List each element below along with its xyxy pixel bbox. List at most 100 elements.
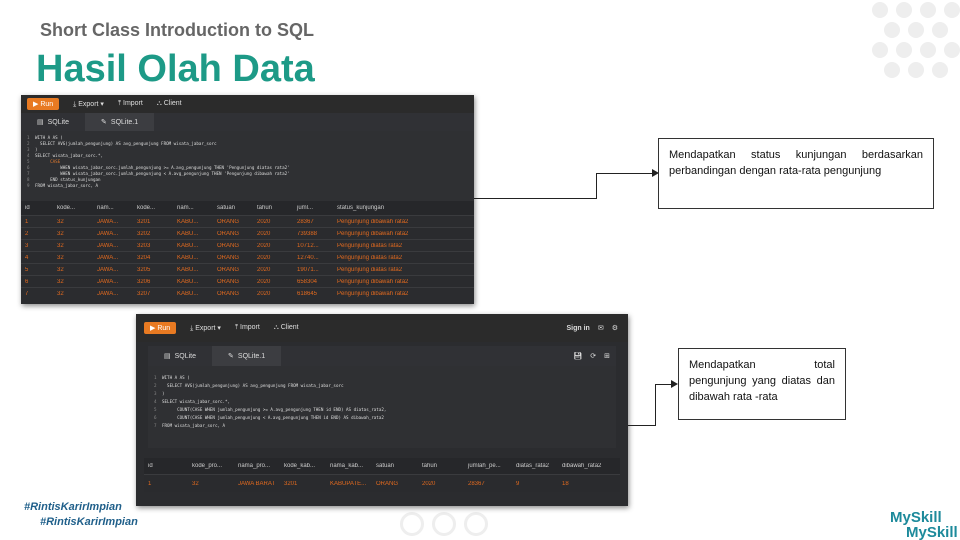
col-header[interactable]: kode_kab... <box>284 463 316 469</box>
col-header[interactable]: id <box>148 463 153 469</box>
tab-bar: ▤SQLite ✎SQLite.1 <box>21 113 474 131</box>
col-header[interactable]: satuan <box>217 205 236 211</box>
client-button[interactable]: ⛬ Client <box>156 100 182 107</box>
tab-sqlite[interactable]: ▤SQLite <box>164 352 197 361</box>
col-header[interactable]: nam... <box>177 205 194 211</box>
connector-line <box>596 173 652 174</box>
grid-header: id kode... nam... kode... nam... satuan … <box>21 201 474 215</box>
col-header[interactable]: nam... <box>97 205 114 211</box>
col-header[interactable]: jumlah_pe... <box>468 463 501 469</box>
import-button[interactable]: ⤒ Import <box>117 100 143 107</box>
save-icon[interactable]: 💾︎ <box>573 353 583 360</box>
col-header[interactable]: nama_pro... <box>238 463 271 469</box>
network-icon: ⛬ <box>156 100 162 107</box>
connector-line <box>474 198 596 199</box>
code-line: 6 WHEN wisata_jabar_sorc.jumlah_pengunju… <box>27 165 290 170</box>
code-line: 7 WHEN wisata_jabar_sorc.jumlah_pengunju… <box>27 171 290 176</box>
callout-box-status: Mendapatkan status kunjungan berdasarkan… <box>658 138 934 209</box>
import-button[interactable]: ⤒ Import <box>234 324 260 331</box>
col-header[interactable]: dibawah_rata2 <box>562 463 602 469</box>
col-header[interactable]: satuan <box>376 463 395 469</box>
brand-logo: MySkill <box>906 524 958 540</box>
connector-line <box>596 173 597 199</box>
slide-title: Hasil Olah Data <box>36 48 315 90</box>
edit-icon: ✎ <box>101 119 107 126</box>
tab-sqlite-1[interactable]: ✎SQLite.1 <box>212 346 282 366</box>
toolbar: ▶ Run ⤓ Export ▾ ⤒ Import ⛬ Client <box>21 95 474 113</box>
connector-line <box>628 425 655 426</box>
brand-logo: MySkill <box>890 509 942 526</box>
add-tab-icon[interactable]: ⊞ <box>604 353 610 360</box>
download-icon: ⤓ <box>73 100 77 108</box>
client-button[interactable]: ⛬ Client <box>273 324 299 331</box>
code-line: 6 COUNT(CASE WHEN jumlah_pengunjung < A.… <box>154 415 384 420</box>
decorative-dot-pattern <box>870 0 960 80</box>
col-header[interactable]: diatas_rata2 <box>516 463 550 469</box>
col-header[interactable]: kode... <box>137 205 156 211</box>
col-header[interactable]: tahun <box>422 463 438 469</box>
sql-editor-screenshot-1: ▶ Run ⤓ Export ▾ ⤒ Import ⛬ Client ▤SQLi… <box>21 95 474 304</box>
mail-icon[interactable]: ✉ <box>597 325 604 332</box>
tab-bar: ▤SQLite ✎SQLite.1 💾︎ ⟳ ⊞ <box>148 346 616 366</box>
col-header[interactable]: nama_kab... <box>330 463 364 469</box>
slide-subtitle: Short Class Introduction to SQL <box>40 20 314 40</box>
toolbar: ▶ Run ⤓ Export ▾ ⤒ Import ⛬ Client Sign … <box>136 314 628 342</box>
result-grid: id kode_pro... nama_pro... kode_kab... n… <box>144 458 620 492</box>
network-icon: ⛬ <box>273 324 279 331</box>
col-header[interactable]: juml... <box>297 205 314 211</box>
refresh-icon[interactable]: ⟳ <box>590 353 597 360</box>
col-header[interactable]: id <box>25 205 30 211</box>
run-button[interactable]: ▶ Run <box>144 322 177 334</box>
hashtag-text: #RintisKarirImpian <box>40 516 138 528</box>
code-line: 2 SELECT AVG(jumlah_pengunjung) AS avg_p… <box>27 141 217 146</box>
tab-sqlite[interactable]: ▤SQLite <box>37 118 70 127</box>
run-button[interactable]: ▶ Run <box>27 98 60 110</box>
arrow-head-icon <box>652 169 659 177</box>
connector-line <box>655 384 671 385</box>
code-line: 5 CASE <box>27 159 61 164</box>
code-line: 3) <box>27 147 38 152</box>
col-header[interactable]: tahun <box>257 205 273 211</box>
edit-icon: ✎ <box>228 353 234 360</box>
gear-icon[interactable]: ⚙ <box>611 325 618 332</box>
code-line: 8 END status_kunjungan <box>27 177 101 182</box>
upload-icon: ⤒ <box>234 324 239 331</box>
table-icon: ▤ <box>164 353 171 360</box>
code-line: 5 COUNT(CASE WHEN jumlah_pengunjung >= A… <box>154 407 387 412</box>
col-header[interactable]: kode_pro... <box>192 463 223 469</box>
col-header[interactable]: status_kunjungan <box>337 205 385 211</box>
export-button[interactable]: ⤓ Export ▾ <box>190 324 221 332</box>
col-header[interactable]: kode... <box>57 205 76 211</box>
sql-editor-screenshot-2: ▶ Run ⤓ Export ▾ ⤒ Import ⛬ Client Sign … <box>136 314 628 506</box>
result-grid: id kode... nam... kode... nam... satuan … <box>21 201 474 299</box>
grid-header: id kode_pro... nama_pro... kode_kab... n… <box>144 458 620 474</box>
connector-line <box>655 384 656 426</box>
sign-in-link[interactable]: Sign in <box>566 324 590 332</box>
code-line: 2 SELECT AVG(jumlah_pengunjung) AS avg_p… <box>154 383 344 388</box>
hashtag-text: #RintisKarirImpian <box>24 501 122 513</box>
upload-icon: ⤒ <box>117 100 122 107</box>
arrow-head-icon <box>671 380 678 388</box>
callout-box-total: Mendapatkan total pengunjung yang diatas… <box>678 348 846 420</box>
download-icon: ⤓ <box>190 324 194 332</box>
table-icon: ▤ <box>37 119 44 126</box>
code-line: 3) <box>154 391 165 396</box>
tab-sqlite-1[interactable]: ✎SQLite.1 <box>85 113 155 131</box>
export-button[interactable]: ⤓ Export ▾ <box>73 100 104 108</box>
